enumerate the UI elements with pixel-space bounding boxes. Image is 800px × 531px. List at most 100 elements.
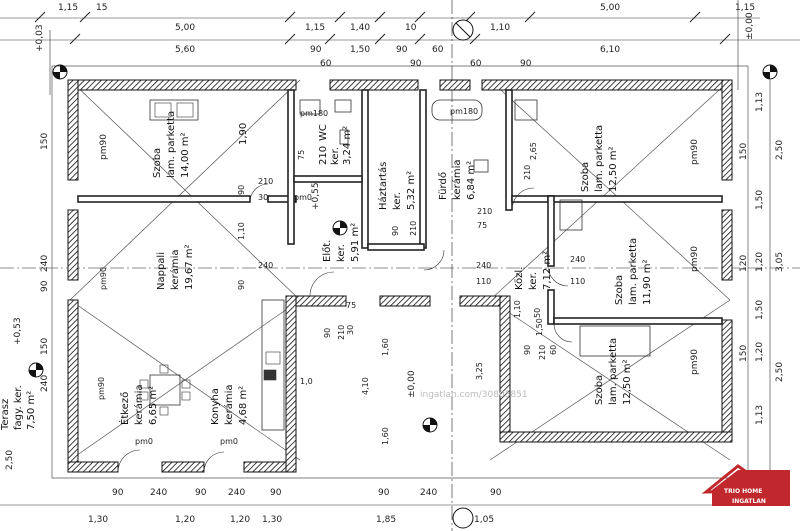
level-marker-icon (28, 362, 44, 378)
svg-text:210: 210 (538, 345, 547, 360)
right-dimensions: 1,13 2,50 1,50 1,20 3,05 1,50 1,20 2,50 … (690, 80, 785, 470)
section-marker-icon (452, 19, 474, 41)
svg-text:1,05: 1,05 (474, 515, 494, 525)
svg-text:90: 90 (237, 280, 246, 290)
svg-text:90: 90 (490, 488, 502, 498)
svg-text:30: 30 (258, 193, 268, 202)
level-markers (28, 19, 778, 529)
svg-text:pm0: pm0 (294, 193, 312, 202)
svg-text:1,15: 1,15 (305, 23, 325, 33)
svg-text:pm0: pm0 (220, 437, 238, 446)
svg-text:240: 240 (228, 488, 245, 498)
svg-text:240: 240 (150, 488, 167, 498)
svg-text:75: 75 (477, 221, 487, 230)
svg-text:90: 90 (237, 185, 246, 195)
svg-text:ker.: ker. (528, 272, 539, 290)
svg-text:240: 240 (40, 375, 50, 392)
svg-text:Fürdő: Fürdő (437, 172, 449, 200)
svg-text:pm180: pm180 (300, 109, 328, 118)
svg-text:1,10: 1,10 (513, 300, 522, 318)
svg-text:60: 60 (432, 45, 444, 55)
svg-text:90: 90 (378, 488, 390, 498)
svg-text:1,30: 1,30 (88, 515, 108, 525)
svg-text:1,13: 1,13 (755, 92, 765, 112)
svg-text:75: 75 (346, 301, 356, 310)
svg-text:14,00 m²: 14,00 m² (180, 132, 191, 178)
svg-text:TRIO HOME: TRIO HOME (724, 488, 762, 495)
svg-text:2,65: 2,65 (529, 142, 538, 160)
svg-text:pm90: pm90 (99, 134, 109, 160)
svg-text:240: 240 (476, 261, 491, 270)
level-marker-icon (52, 64, 68, 80)
level-labels: +0,03 +0,53 ±0,00 ±0,00 +0,55 (13, 12, 755, 398)
svg-text:1,50: 1,50 (350, 45, 370, 55)
svg-text:90: 90 (195, 488, 207, 498)
svg-text:kerámia: kerámia (169, 250, 181, 290)
svg-text:+0,55: +0,55 (311, 182, 321, 210)
svg-text:Szoba: Szoba (594, 375, 605, 405)
room-etkezo: Étkező kerámia 6,65 m² (118, 385, 159, 425)
svg-text:90: 90 (270, 488, 282, 498)
svg-text:2,50: 2,50 (775, 140, 785, 160)
svg-text:150: 150 (40, 338, 50, 355)
svg-text:5,60: 5,60 (175, 45, 195, 55)
svg-text:1,15: 1,15 (735, 3, 755, 13)
svg-text:90: 90 (391, 226, 400, 236)
svg-text:12,50 m²: 12,50 m² (622, 359, 633, 405)
svg-text:30: 30 (346, 325, 355, 335)
svg-text:1,10: 1,10 (490, 23, 510, 33)
svg-text:15: 15 (96, 3, 107, 13)
top-dimension-lines (0, 0, 800, 95)
svg-text:240: 240 (40, 255, 50, 272)
svg-text:Étkező: Étkező (118, 392, 131, 425)
room-haztartas: Háztartás ker. 5,32 m² (377, 162, 417, 210)
svg-text:2,50: 2,50 (775, 362, 785, 382)
svg-text:150: 150 (40, 133, 50, 150)
svg-text:240: 240 (570, 255, 585, 264)
svg-text:4,68 m²: 4,68 m² (238, 386, 249, 425)
svg-text:3,25: 3,25 (475, 362, 484, 380)
top-dimensions: 1,15 15 5,00 1,15 1,40 10 1,10 5,00 1,15… (58, 3, 755, 69)
svg-text:60: 60 (470, 59, 482, 69)
svg-text:7,12 m²: 7,12 m² (542, 251, 553, 290)
svg-text:90: 90 (310, 45, 322, 55)
svg-text:90: 90 (112, 488, 124, 498)
door-arcs (117, 183, 573, 473)
watermark: ingatlan.com/30805851 (420, 390, 528, 400)
svg-text:1,30: 1,30 (262, 515, 282, 525)
svg-text:4,10: 4,10 (361, 377, 370, 395)
svg-text:lam. parketta: lam. parketta (166, 111, 177, 178)
svg-text:+0,53: +0,53 (13, 317, 23, 345)
svg-text:INGATLAN: INGATLAN (732, 498, 766, 505)
svg-text:pm0: pm0 (135, 437, 153, 446)
svg-text:kerámia: kerámia (223, 385, 235, 425)
svg-text:lam. parketta: lam. parketta (594, 125, 605, 192)
level-marker-icon (422, 417, 438, 433)
svg-text:90: 90 (323, 328, 332, 338)
svg-text:WC: WC (318, 124, 329, 141)
svg-text:ker.: ker. (336, 244, 347, 262)
svg-text:75: 75 (297, 150, 306, 160)
trio-home-logo: TRIO HOME INGATLAN (701, 464, 790, 506)
svg-text:1,0: 1,0 (300, 377, 313, 386)
svg-text:Nappali: Nappali (156, 252, 167, 290)
svg-text:Szoba: Szoba (152, 148, 163, 178)
svg-text:pm90: pm90 (690, 139, 700, 165)
svg-text:90: 90 (396, 45, 408, 55)
svg-text:19,67 m²: 19,67 m² (184, 244, 195, 290)
svg-text:pm90: pm90 (97, 377, 106, 400)
svg-text:pm90: pm90 (690, 246, 700, 272)
svg-text:1,50: 1,50 (535, 318, 544, 336)
svg-text:150: 150 (739, 345, 749, 362)
svg-text:±0,00: ±0,00 (407, 370, 417, 398)
svg-text:1,10: 1,10 (237, 222, 246, 240)
room-nappali: Nappali kerámia 19,67 m² (156, 244, 195, 290)
room-szoba-2: Szoba lam. parketta 12,50 m² (580, 125, 619, 192)
svg-text:1,20: 1,20 (175, 515, 195, 525)
svg-text:6,10: 6,10 (600, 45, 620, 55)
svg-text:90: 90 (410, 59, 422, 69)
svg-text:210: 210 (409, 221, 418, 236)
svg-text:pm90: pm90 (690, 349, 700, 375)
svg-text:50: 50 (533, 308, 542, 318)
